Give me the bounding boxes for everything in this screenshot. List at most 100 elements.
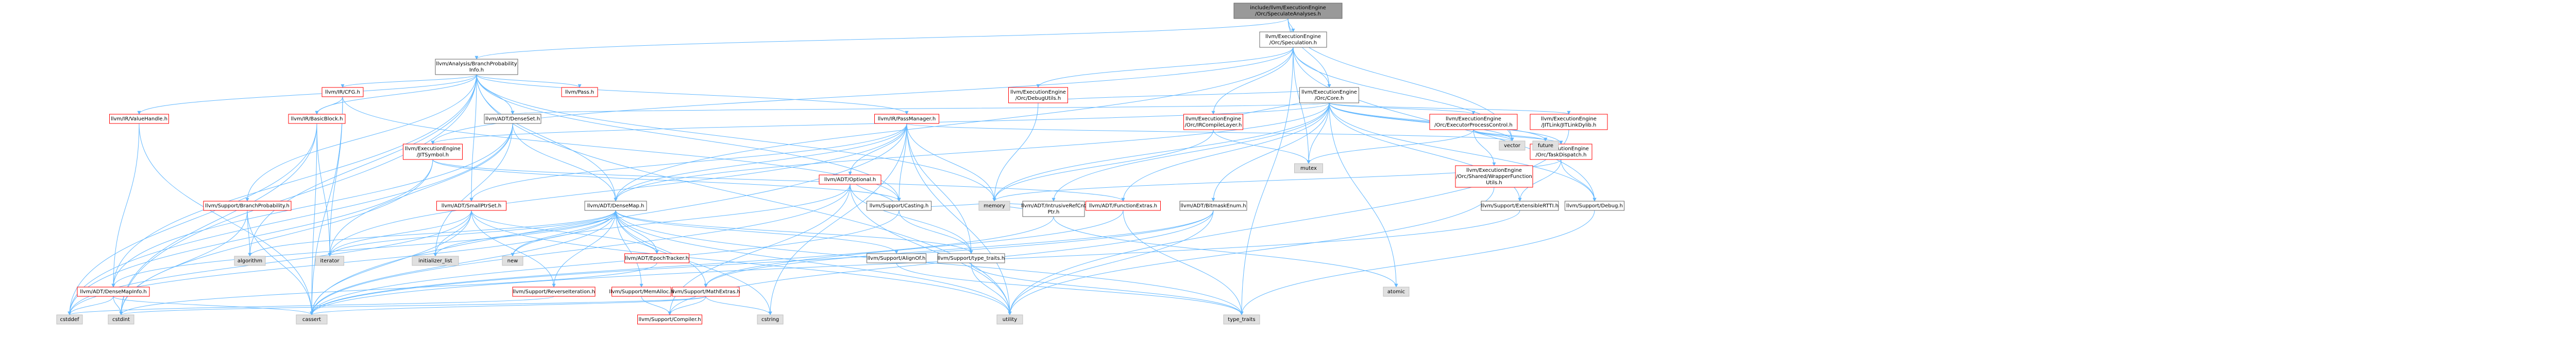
node-smallptrset[interactable]: llvm/ADT/SmallPtrSet.h [436, 201, 506, 211]
node-cfg[interactable]: llvm/IR/CFG.h [321, 87, 364, 97]
node-box-branchprob [203, 201, 292, 211]
node-label-shared-1: /Orc/Shared/WrapperFunction [1456, 174, 1532, 180]
node-epochtracker[interactable]: llvm/ADT/EpochTracker.h [624, 253, 689, 263]
node-spec[interactable]: llvm/ExecutionEngine/Orc/Speculation.h [1259, 31, 1327, 48]
edge-epc-to-vector [1473, 129, 1514, 141]
node-box-jitlink [1530, 114, 1608, 130]
node-densemapinfo[interactable]: llvm/ADT/DenseMapInfo.h [77, 287, 150, 297]
node-branchprob[interactable]: llvm/Support/BranchProbability.h [203, 201, 292, 211]
node-utility[interactable]: utility [996, 314, 1023, 325]
node-label-typetraits-0: llvm/Support/type_traits.h [938, 256, 1005, 261]
node-box-debug [1565, 201, 1624, 211]
node-memory[interactable]: memory [978, 201, 1010, 211]
node-future[interactable]: future [1532, 140, 1559, 151]
edge-shared-to-utility [1008, 187, 1495, 315]
node-box-jitsymbol [403, 144, 463, 160]
node-new[interactable]: new [502, 256, 523, 266]
node-extrtti[interactable]: llvm/Support/ExtensibleRTTI.h [1481, 201, 1559, 211]
node-reverseiter[interactable]: llvm/Support/ReverseIteration.h [512, 287, 596, 297]
node-jitlink[interactable]: llvm/ExecutionEngine/JITLink/JITLinkDyli… [1530, 114, 1608, 130]
node-box-epochtracker [624, 253, 689, 263]
edge-typetraits-to-utility [971, 262, 1012, 315]
node-label-bitmaskenum-0: llvm/ADT/BitmaskEnum.h [1180, 203, 1246, 209]
node-box-optional [819, 174, 882, 185]
node-cstddef[interactable]: cstddef [56, 314, 83, 325]
edge-densemap-to-initlist [433, 210, 616, 257]
node-alignof[interactable]: llvm/Support/AlignOf.h [867, 253, 926, 263]
node-label-densemapinfo-0: llvm/ADT/DenseMapInfo.h [80, 289, 147, 295]
node-vector[interactable]: vector [1499, 140, 1526, 151]
node-irlayer[interactable]: llvm/ExecutionEngine/Orc/IRCompileLayer.… [1183, 114, 1243, 130]
node-debugutils[interactable]: llvm/ExecutionEngine/Orc/DebugUtils.h [1008, 87, 1068, 103]
edge-basicblock-to-cassert [310, 123, 317, 315]
node-cstdint[interactable]: cstdint [108, 314, 134, 325]
edge-bpi-to-pass [476, 74, 582, 88]
node-label-denseset-0: llvm/ADT/DenseSet.h [485, 116, 540, 122]
edge-typetraits-to-typetraitsstd [971, 262, 1244, 315]
node-epc[interactable]: llvm/ExecutionEngine/Orc/ExecutorProcess… [1429, 114, 1518, 130]
node-core[interactable]: llvm/ExecutionEngine/Orc/Core.h [1299, 87, 1359, 103]
node-casting[interactable]: llvm/Support/Casting.h [867, 201, 931, 211]
node-box-memory [978, 201, 1010, 211]
node-atomic[interactable]: atomic [1383, 287, 1410, 297]
edge-densemap-to-memalloc [615, 210, 643, 288]
node-label-vector-0: vector [1504, 143, 1521, 149]
node-typetraitsstd[interactable]: type_traits [1223, 314, 1260, 325]
node-mutex[interactable]: mutex [1294, 163, 1323, 173]
edge-densemap-to-typetraitsstd [615, 210, 1244, 315]
node-debug[interactable]: llvm/Support/Debug.h [1565, 201, 1624, 211]
node-functionextras[interactable]: llvm/ADT/FunctionExtras.h [1086, 201, 1161, 211]
edge-densemap-to-utility [615, 210, 1012, 315]
node-memalloc[interactable]: llvm/Support/MemAlloc.h [609, 287, 674, 297]
node-label-intrusive-1: Ptr.h [1048, 209, 1060, 215]
node-box-extrtti [1481, 201, 1559, 211]
node-cstring[interactable]: cstring [757, 314, 784, 325]
node-denseset[interactable]: llvm/ADT/DenseSet.h [484, 114, 541, 124]
edge-branchprob-to-algorithm [247, 210, 252, 257]
edge-casting-to-cassert [310, 210, 900, 315]
node-algorithm[interactable]: algorithm [234, 256, 266, 266]
node-pass[interactable]: llvm/Pass.h [561, 87, 598, 97]
node-mathextras[interactable]: llvm/Support/MathExtras.h [671, 287, 740, 297]
edge-densemap-to-densemapinfo [111, 210, 616, 288]
node-box-cstddef [56, 314, 83, 325]
node-label-shared-0: llvm/ExecutionEngine [1466, 168, 1522, 173]
edge-epc-to-future [1473, 129, 1548, 141]
node-box-utility [996, 314, 1023, 325]
node-label-taskdispatch-0: llvm/ExecutionEngine [1533, 146, 1589, 152]
edge-cfg-to-basicblock [315, 96, 343, 115]
edge-smallptrset-to-initlist [433, 210, 472, 257]
edge-intrusive-to-atomic [1053, 216, 1398, 288]
edge-epc-to-mutex [1307, 129, 1474, 164]
node-basicblock[interactable]: llvm/IR/BasicBlock.h [288, 114, 346, 124]
node-box-cstring [757, 314, 784, 325]
edge-densemap-to-typetraits [615, 210, 973, 254]
node-iterator[interactable]: iterator [315, 256, 344, 266]
node-bitmaskenum[interactable]: llvm/ADT/BitmaskEnum.h [1179, 201, 1247, 211]
edge-mathextras-to-cassert [310, 296, 706, 315]
node-passmanager[interactable]: llvm/IR/PassManager.h [874, 114, 939, 124]
edge-root-to-bpi [474, 18, 1289, 60]
node-box-bpi [435, 59, 518, 75]
edge-jitsymbol-to-cstdint [119, 159, 433, 315]
node-valuehandle[interactable]: llvm/IR/ValueHandle.h [109, 114, 169, 124]
edge-core-to-atomic [1329, 102, 1398, 288]
node-shared[interactable]: llvm/ExecutionEngine/Orc/Shared/WrapperF… [1455, 165, 1533, 188]
edge-bpi-to-utility [476, 74, 1012, 315]
node-densemap[interactable]: llvm/ADT/DenseMap.h [584, 201, 647, 211]
node-label-algorithm-0: algorithm [238, 258, 262, 264]
node-jitsymbol[interactable]: llvm/ExecutionEngine/JITSymbol.h [403, 144, 463, 160]
node-label-new-0: new [507, 258, 518, 264]
node-initlist[interactable]: initializer_list [412, 256, 459, 266]
edge-passmanager-to-cassert [310, 123, 907, 315]
node-box-reverseiter [512, 287, 596, 297]
node-box-intrusive [1022, 201, 1085, 217]
node-compiler[interactable]: llvm/Support/Compiler.h [637, 314, 702, 325]
node-optional[interactable]: llvm/ADT/Optional.h [819, 174, 882, 185]
edge-jitsymbol-to-functionextras [432, 159, 1125, 202]
node-cassert[interactable]: cassert [296, 314, 328, 325]
node-typetraits[interactable]: llvm/Support/type_traits.h [937, 253, 1005, 263]
edge-passmanager-to-vector [906, 123, 1514, 141]
